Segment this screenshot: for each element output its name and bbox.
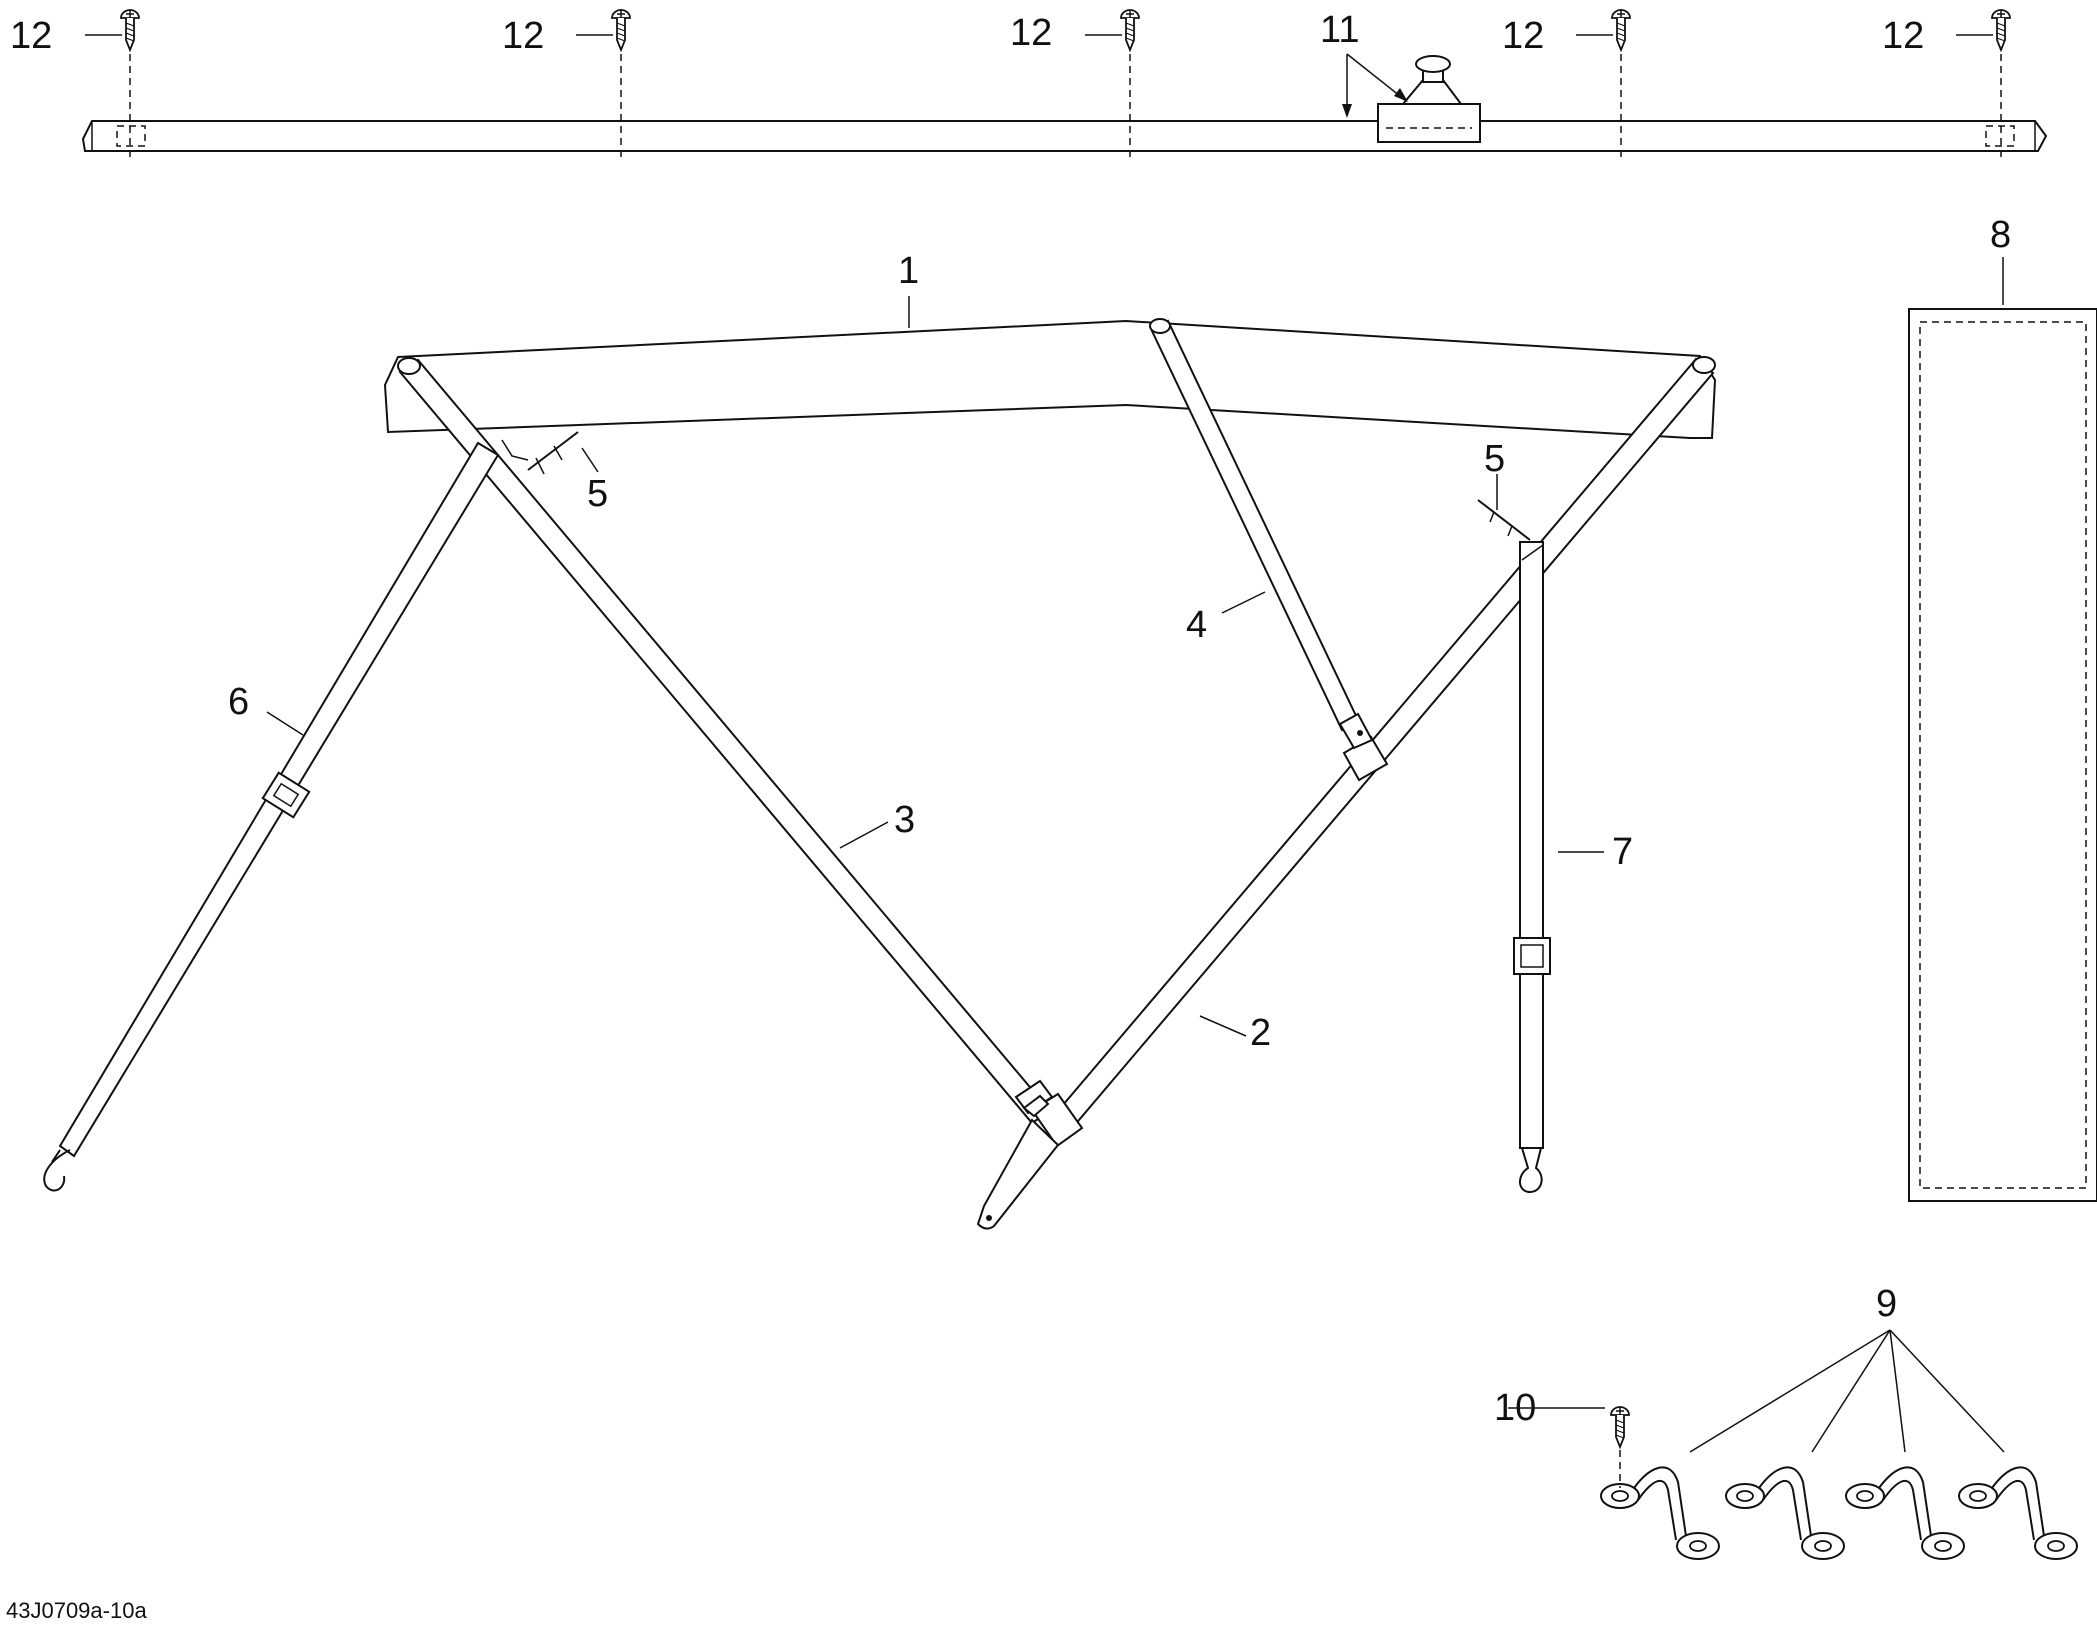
storage-cover-8: [1908, 308, 2097, 1202]
pin-5-left: [501, 431, 579, 475]
callout-12-c: 12: [1010, 12, 1052, 54]
callout-10: 10: [1494, 1387, 1536, 1429]
callout-12-e: 12: [1882, 15, 1924, 57]
screw-rail-3: [1120, 9, 1140, 158]
strap-6: [43, 441, 500, 1192]
strap-7: [1513, 541, 1551, 1194]
callout-5-right: 5: [1484, 438, 1505, 480]
callout-7: 7: [1612, 831, 1633, 873]
callout-12-d: 12: [1502, 15, 1544, 57]
screw-rail-5: [1991, 9, 2011, 158]
frame-tube-2: [976, 356, 1716, 1230]
frame-tube-4: [1149, 318, 1374, 750]
callout-6: 6: [228, 681, 249, 723]
pin-5-right: [1477, 499, 1531, 541]
callout-5-left: 5: [587, 473, 608, 515]
callout-9: 9: [1876, 1283, 1897, 1325]
callout-3: 3: [894, 799, 915, 841]
track-rail: [81, 120, 2048, 152]
screw-rail-4: [1611, 9, 1631, 158]
callout-4: 4: [1186, 604, 1207, 646]
screw-clip: [1610, 1406, 1630, 1488]
callout-12-a: 12: [10, 15, 52, 57]
frame-tube-3: [397, 357, 1054, 1125]
leader-lines: [85, 34, 2005, 1453]
strap-clip-1: [1600, 1466, 1720, 1560]
callout-2: 2: [1250, 1012, 1271, 1054]
strap-clip-4: [1958, 1466, 2078, 1560]
callout-1: 1: [898, 250, 919, 292]
figure-code: 43J0709a-10a: [6, 1598, 147, 1623]
screw-rail-2: [611, 9, 631, 158]
slide-stopper: [1377, 55, 1481, 143]
callout-8: 8: [1990, 214, 2011, 256]
screw-rail-1: [120, 9, 140, 158]
strap-clip-3: [1845, 1466, 1965, 1560]
callout-11: 11: [1320, 9, 1359, 51]
callout-12-b: 12: [502, 15, 544, 57]
strap-clip-2: [1725, 1466, 1845, 1560]
canopy-top: [383, 319, 1717, 439]
